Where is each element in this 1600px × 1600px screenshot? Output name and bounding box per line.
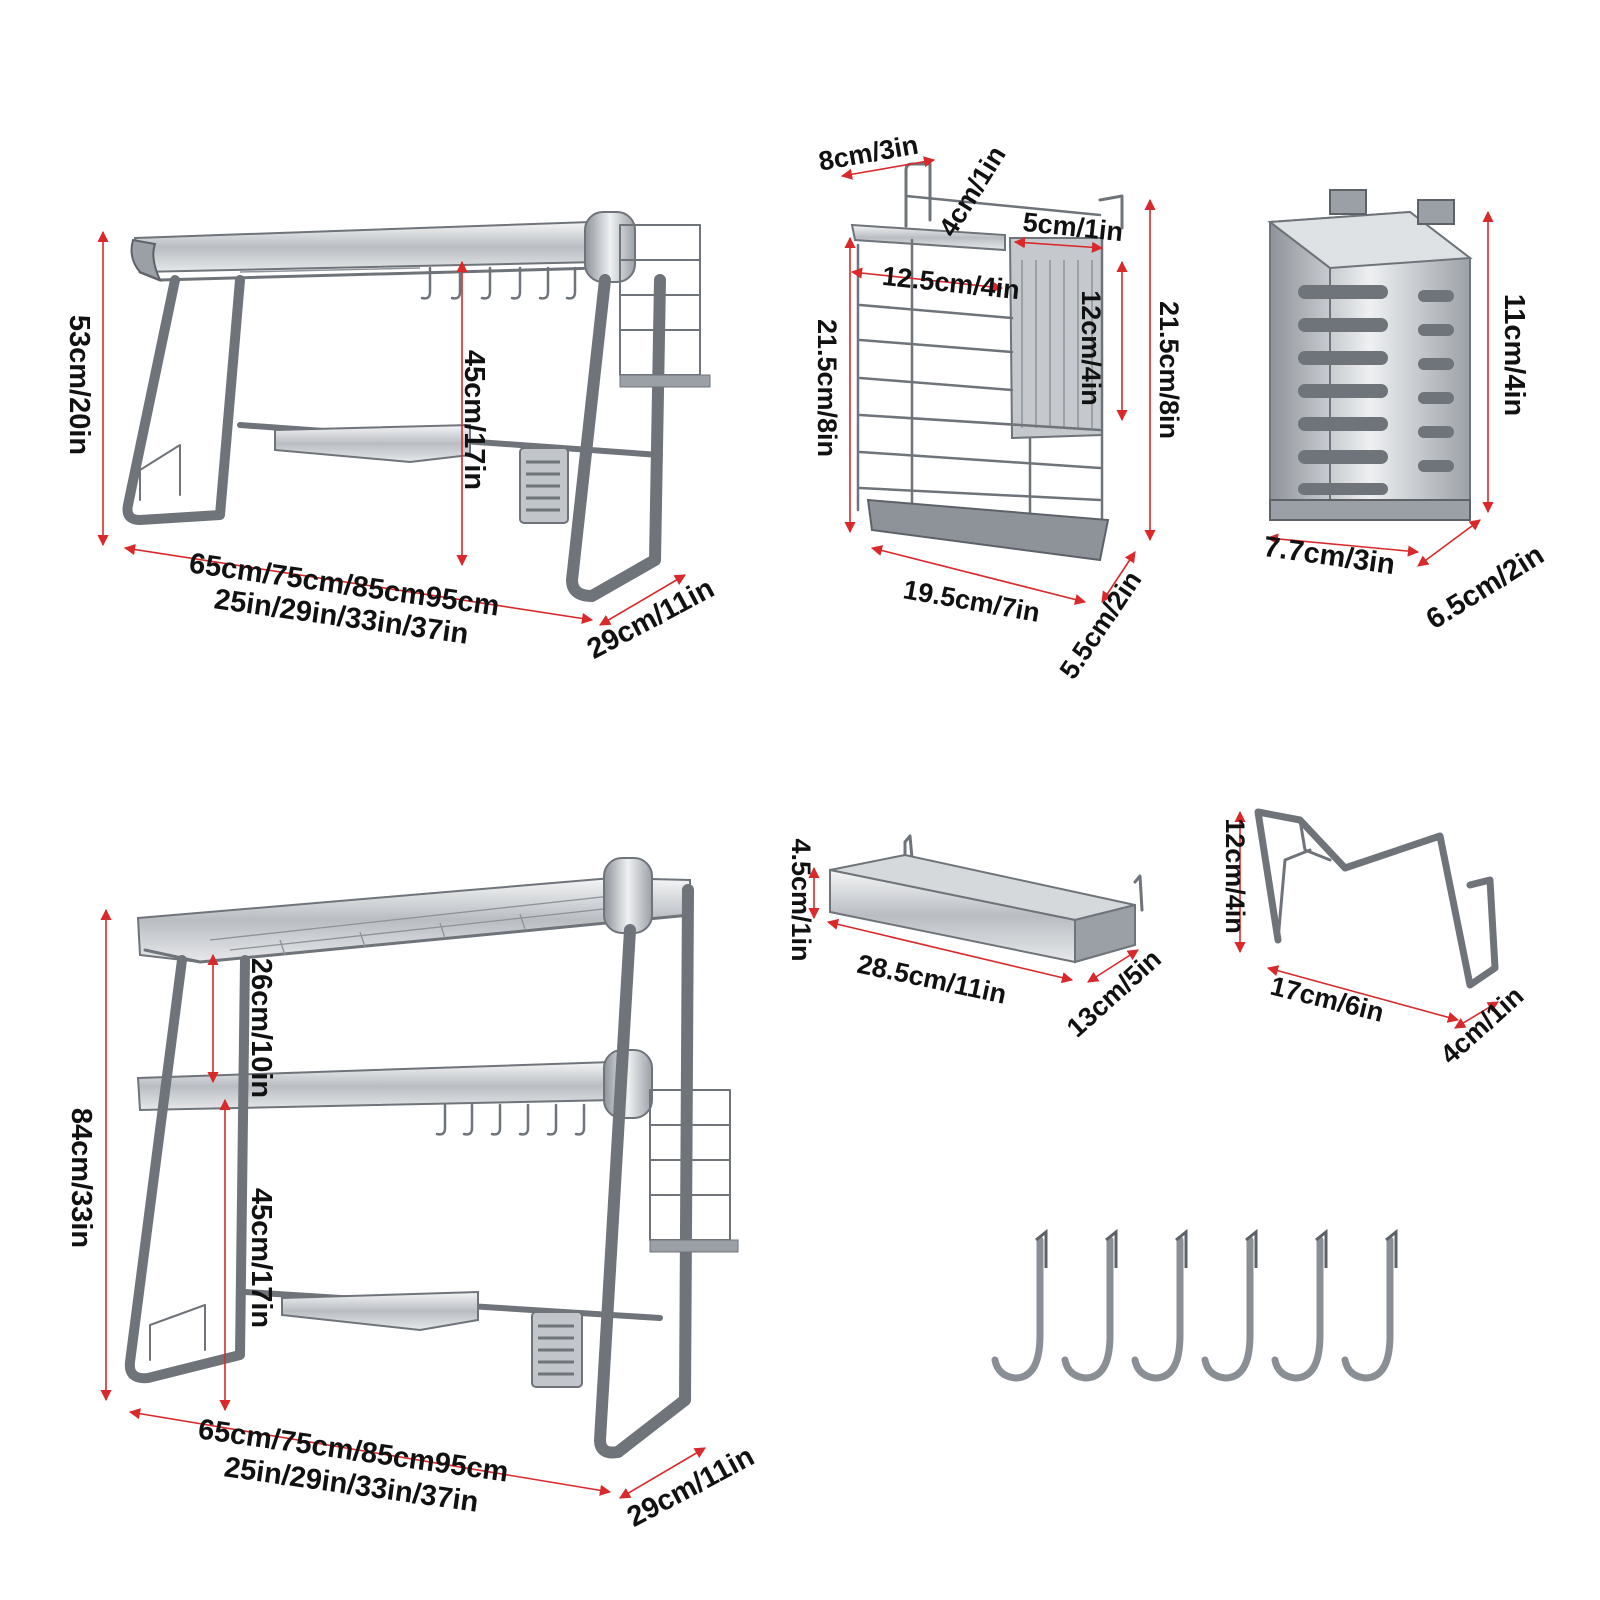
knife-holder-inner-width-label: 12.5cm/4in xyxy=(881,261,1021,305)
s-hook xyxy=(1131,1236,1184,1382)
double-rack-depth-label: 29cm/11in xyxy=(622,1440,759,1533)
cup-depth-label: 6.5cm/2in xyxy=(1421,539,1550,636)
board-holder-depth-label: 4cm/1in xyxy=(1435,981,1530,1071)
board-holder-width-label: 17cm/6in xyxy=(1267,971,1386,1028)
tray-width-label: 28.5cm/11in xyxy=(855,949,1010,1010)
s-hook-clip xyxy=(1385,1228,1398,1268)
s-hook-clip xyxy=(1105,1228,1118,1268)
s-hook xyxy=(1201,1236,1254,1382)
knife-holder-top-depth-label: 4cm/1in xyxy=(933,141,1012,242)
double-rack-inner-height-label: 45cm/17in xyxy=(245,1188,277,1328)
s-hook xyxy=(991,1236,1044,1382)
s-hook-clip xyxy=(1175,1228,1188,1268)
s-hook-clip xyxy=(1245,1228,1258,1268)
cutting-board-holder: 12cm/4in 17cm/6in 4cm/1in xyxy=(1220,808,1530,1071)
double-rack-tier-gap-label: 26cm/10in xyxy=(245,958,277,1098)
s-hook-clip xyxy=(1315,1228,1328,1268)
utensil-cup: 11cm/4in 7.7cm/3in 6.5cm/2in xyxy=(1262,189,1550,636)
cup-height-label: 11cm/4in xyxy=(1498,294,1530,417)
knife-holder-base-width-label: 19.5cm/7in xyxy=(901,574,1042,628)
knife-holder-base-depth-label: 5.5cm/2in xyxy=(1054,566,1148,685)
hooks-set xyxy=(991,1228,1398,1382)
s-hook xyxy=(1061,1236,1114,1382)
tray-shelf: 4.5cm/1in 28.5cm/11in 13cm/5in xyxy=(786,834,1167,1043)
knife-holder-cup-height-label: 12cm/4in xyxy=(1076,290,1106,406)
single-tier-rack: 53cm/20in 45cm/17in 65cm/75cm/85cm95cm 2… xyxy=(63,211,719,666)
double-rack-hooks xyxy=(435,1103,586,1136)
board-holder-height-label: 12cm/4in xyxy=(1220,818,1250,934)
tray-height-label: 4.5cm/1in xyxy=(786,838,816,961)
knife-holder-right-height-label: 21.5cm/8in xyxy=(1154,301,1184,439)
single-rack-inner-height-label: 45cm/17in xyxy=(458,350,490,490)
s-hook xyxy=(1341,1236,1394,1382)
knife-holder: 8cm/3in 4cm/1in 5cm/1in 12.5cm/4in 12cm/… xyxy=(812,130,1184,685)
s-hook-clip xyxy=(1035,1228,1048,1268)
double-rack-height-label: 84cm/33in xyxy=(65,1108,97,1248)
knife-holder-left-height-label: 21.5cm/8in xyxy=(812,319,842,457)
double-tier-rack: 84cm/33in 26cm/10in 45cm/17in 65cm/75cm/… xyxy=(65,857,759,1534)
cup-width-label: 7.7cm/3in xyxy=(1262,531,1397,581)
s-hook xyxy=(1271,1236,1324,1382)
single-rack-height-label: 53cm/20in xyxy=(63,315,95,455)
